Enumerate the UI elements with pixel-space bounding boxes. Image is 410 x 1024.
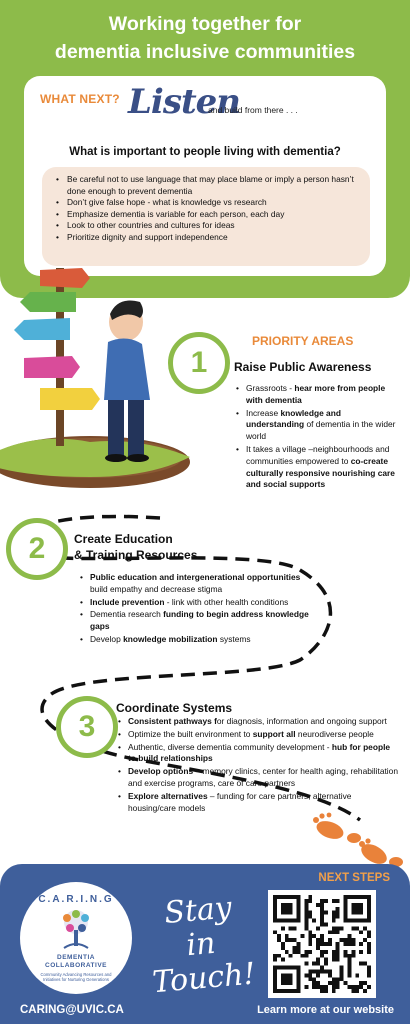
logo-tagline: Community Advancing Resources and Initia…	[40, 972, 112, 982]
qr-code[interactable]	[268, 890, 376, 998]
list-item: Public education and intergenerational o…	[80, 572, 320, 596]
caring-logo: C.A.R.I.N.G DEMENTIA COLLABORATIVE Commu…	[20, 882, 132, 994]
header-banner: Working together for dementia inclusive …	[0, 0, 410, 298]
qr-code-icon	[273, 895, 371, 993]
listen-heading: Listen	[128, 82, 241, 122]
list-item: Authentic, diverse dementia community de…	[118, 742, 400, 766]
number-circle-3: 3	[56, 696, 118, 758]
tips-box: Be careful not to use language that may …	[42, 167, 370, 266]
list-item: Consistent pathways for diagnosis, infor…	[118, 716, 400, 728]
build-text: and build from there . . .	[208, 105, 298, 115]
priority-areas-label: PRIORITY AREAS	[252, 334, 354, 348]
question-heading: What is important to people living with …	[69, 146, 341, 158]
list-item: Grassroots - hear more from people with …	[236, 383, 400, 407]
page-title: Working together for dementia inclusive …	[0, 10, 410, 66]
area-1-title: Raise Public Awareness	[234, 360, 372, 374]
area-2-title-line-2: & Training Resources	[74, 548, 198, 562]
footprints-icon	[313, 812, 403, 867]
area-2-list: Public education and intergenerational o…	[80, 572, 320, 647]
number-circle-1: 1	[168, 332, 230, 394]
list-item: Include prevention - link with other hea…	[80, 597, 320, 609]
list-item: Explore alternatives – funding for care …	[118, 791, 400, 815]
next-steps-label: NEXT STEPS	[318, 872, 390, 884]
list-item: Increase knowledge and understanding of …	[236, 408, 400, 443]
footer-banner: NEXT STEPS C.A.R.I.N.G DEMENTIA COLLABOR…	[0, 864, 410, 1024]
area-1-list: Grassroots - hear more from people with …	[236, 383, 400, 492]
title-line-2: dementia inclusive communities	[54, 41, 356, 63]
list-item: Dementia research funding to begin addre…	[80, 609, 320, 633]
logo-collab-line: COLLABORATIVE	[45, 962, 107, 969]
area-2-title: Create Education & Training Resources	[74, 531, 197, 563]
area-3-list: Consistent pathways for diagnosis, infor…	[118, 716, 400, 815]
what-next-label: WHAT NEXT?	[40, 92, 120, 106]
logo-dementia-text: DEMENTIA COLLABORATIVE	[20, 954, 132, 970]
list-item: It takes a village –neighbourhoods and c…	[236, 444, 400, 491]
title-line-1: Working together for	[108, 13, 302, 35]
logo-caring-text: C.A.R.I.N.G	[38, 894, 114, 905]
logo-dementia-line: DEMENTIA	[57, 954, 95, 961]
list-item: Prioritize dignity and support independe…	[56, 232, 360, 244]
what-next-card: WHAT NEXT? Listen and build from there .…	[24, 76, 386, 276]
number-circle-2: 2	[6, 518, 68, 580]
list-item: Optimize the built environment to suppor…	[118, 729, 400, 741]
email-link[interactable]: CARING@UVIC.CA	[20, 1004, 124, 1016]
list-item: Develop knowledge mobilization systems	[80, 634, 320, 646]
website-link[interactable]: Learn more at our website	[257, 1004, 394, 1016]
tree-icon	[63, 910, 89, 949]
list-item: Don’t give false hope - what is knowledg…	[56, 197, 360, 209]
tips-list: Be careful not to use language that may …	[56, 174, 360, 244]
signpost-person-illustration	[0, 268, 190, 488]
list-item: Be careful not to use language that may …	[56, 174, 360, 197]
area-2-title-line-1: Create Education	[74, 532, 173, 546]
list-item: Emphasize dementia is variable for each …	[56, 209, 360, 221]
stay-line-2: in Touch!	[150, 925, 257, 1001]
area-3-title: Coordinate Systems	[116, 701, 233, 715]
stay-in-touch-text: Stay in Touch!	[138, 889, 264, 1001]
list-item: Look to other countries and cultures for…	[56, 220, 360, 232]
list-item: Develop options – memory clinics, center…	[118, 766, 400, 790]
